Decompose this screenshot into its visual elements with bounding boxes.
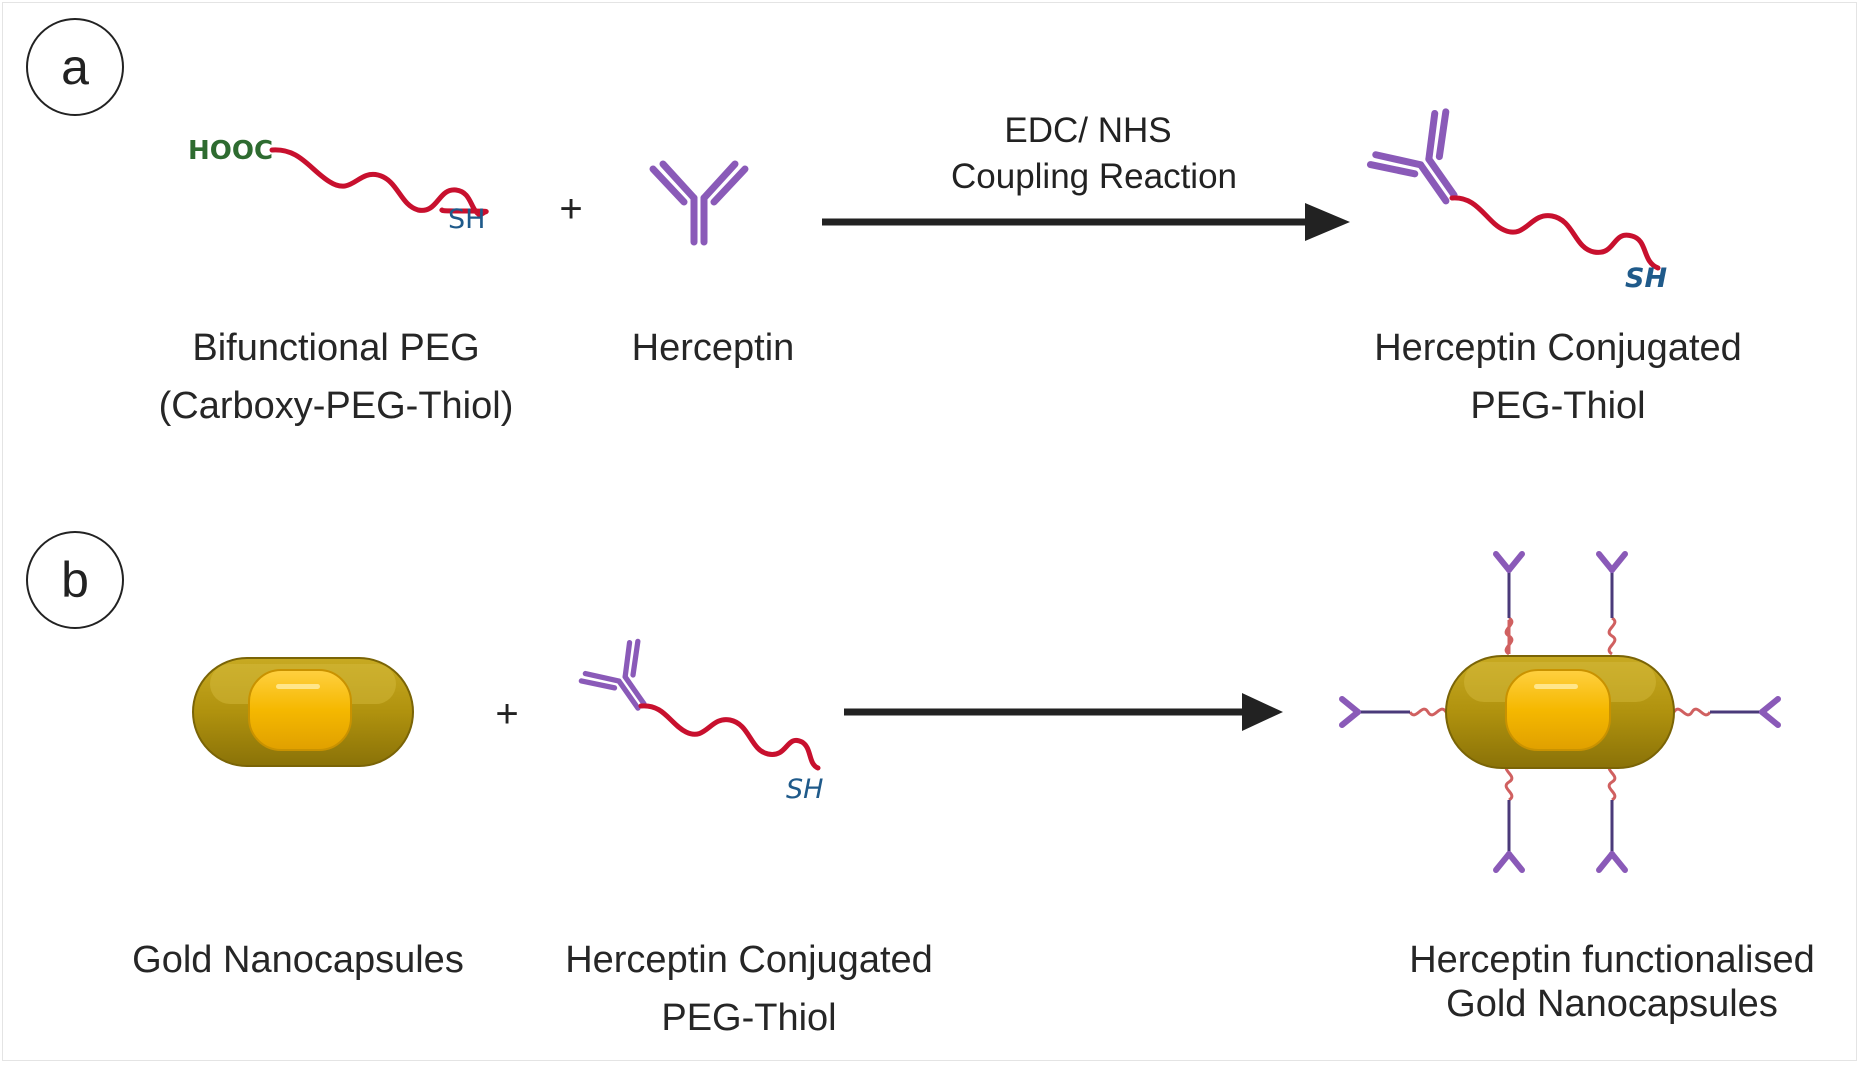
label-product-b-line1: Herceptin functionalised <box>1409 939 1815 981</box>
panel-a-badge-text: a <box>61 39 89 95</box>
reaction-arrow-b-icon <box>844 693 1283 731</box>
cooh-group-label: HOOC <box>188 136 273 166</box>
label-conjugate-b-line2: PEG-Thiol <box>661 997 837 1039</box>
panel-b: b + SH <box>26 531 1781 873</box>
reagent-label: EDC/ NHS <box>1004 111 1171 150</box>
panel-b-badge: b <box>26 531 124 629</box>
product-thiol-label: SH <box>1625 263 1667 294</box>
conjugate-thiol-label: SH <box>786 774 823 805</box>
surface-antibody-icon <box>1596 551 1628 656</box>
surface-antibody-icon <box>1672 696 1781 728</box>
label-herceptin: Herceptin <box>631 327 795 369</box>
conjugate-reactant-icon: SH <box>579 638 823 805</box>
label-peg-line1: Bifunctional PEG <box>192 327 480 369</box>
plus-sign-b: + <box>495 692 518 736</box>
thiol-group-label: SH <box>448 204 485 235</box>
panel-b-badge-text: b <box>61 552 89 608</box>
conjugate-product-icon: SH <box>1368 108 1667 294</box>
surface-antibody-icon <box>1339 696 1448 728</box>
reaction-arrow-icon <box>822 203 1350 241</box>
reaction-type-label: Coupling Reaction <box>951 157 1237 196</box>
label-product-a-line2: PEG-Thiol <box>1470 385 1646 427</box>
surface-antibody-icon <box>1493 551 1525 656</box>
label-product-a-line1: Herceptin Conjugated <box>1374 327 1742 369</box>
gold-nanocapsule-icon <box>192 657 414 767</box>
label-conjugate-b-line1: Herceptin Conjugated <box>565 939 933 981</box>
surface-antibody-icon <box>1596 762 1628 873</box>
antibody-icon <box>653 164 745 242</box>
peg-chain-icon: HOOC SH <box>188 136 489 235</box>
plus-sign: + <box>559 187 582 231</box>
panel-a: a HOOC SH + EDC/ NHS Coupling Reaction S… <box>26 18 1667 294</box>
label-product-b-line2: Gold Nanocapsules <box>1446 983 1778 1025</box>
functionalised-nanocapsule-icon <box>1339 551 1781 873</box>
label-gold: Gold Nanocapsules <box>132 939 464 981</box>
label-peg-line2: (Carboxy-PEG-Thiol) <box>158 385 514 427</box>
surface-antibody-icon <box>1493 762 1525 873</box>
panel-a-badge: a <box>26 18 124 116</box>
